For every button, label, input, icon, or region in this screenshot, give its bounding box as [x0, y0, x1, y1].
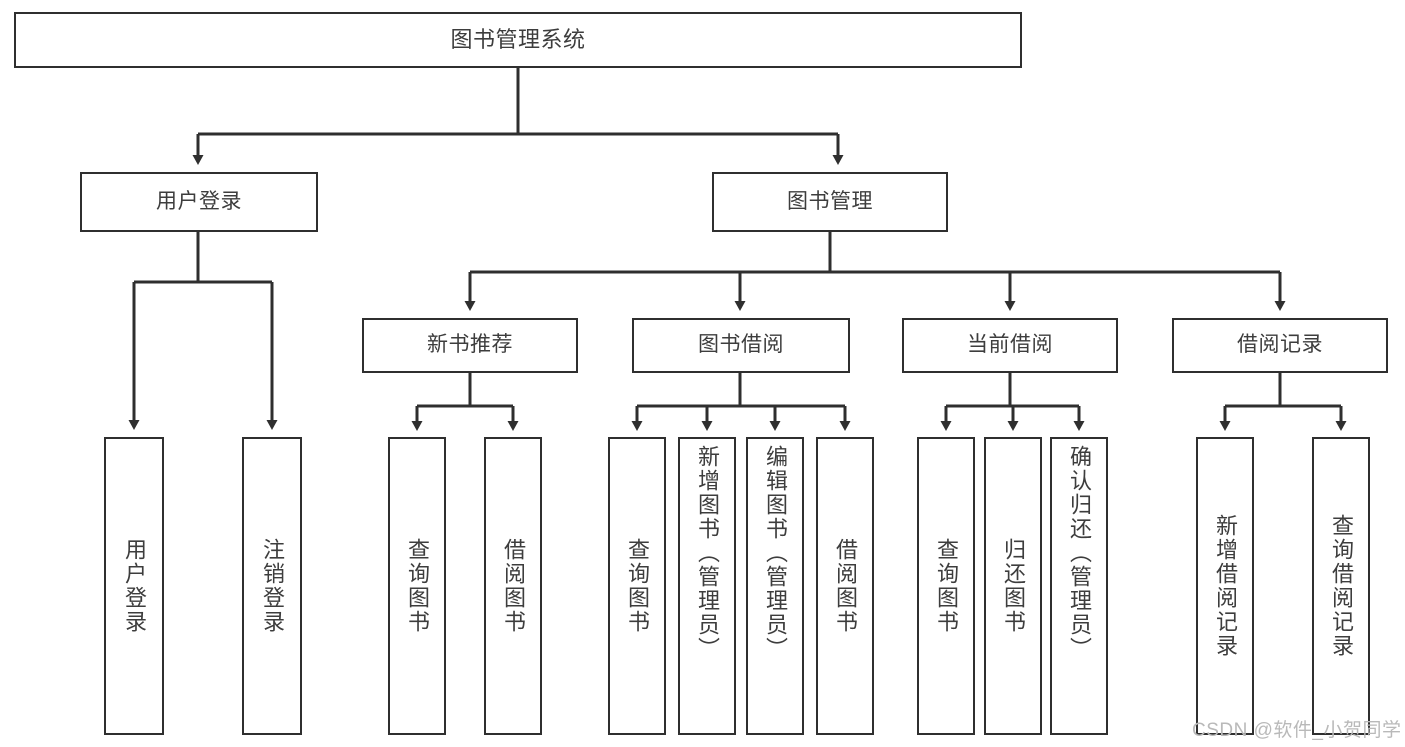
node-current-borrow[interactable]: 当前借阅 [902, 318, 1118, 373]
node-leaf-user-login[interactable]: 用户登录 [104, 437, 164, 735]
node-leaf-edit-book[interactable]: 编辑图书（管理员） [746, 437, 804, 735]
node-new-book-rec-label: 新书推荐 [427, 333, 513, 357]
node-leaf-confirm-return-label: 确认归还（管理员） [1067, 445, 1092, 661]
node-leaf-add-record-label: 新增借阅记录 [1213, 514, 1238, 658]
node-leaf-borrow-book[interactable]: 借阅图书 [816, 437, 874, 735]
node-leaf-logout-label: 注销登录 [260, 538, 285, 634]
node-new-book-rec[interactable]: 新书推荐 [362, 318, 578, 373]
node-leaf-return-book[interactable]: 归还图书 [984, 437, 1042, 735]
node-leaf-query-book-cur[interactable]: 查询图书 [917, 437, 975, 735]
node-leaf-edit-book-label: 编辑图书（管理员） [763, 445, 788, 661]
node-leaf-confirm-return[interactable]: 确认归还（管理员） [1050, 437, 1108, 735]
node-leaf-add-book[interactable]: 新增图书（管理员） [678, 437, 736, 735]
node-leaf-query-book-rec-label: 查询图书 [405, 538, 430, 634]
node-leaf-logout[interactable]: 注销登录 [242, 437, 302, 735]
watermark: CSDN @软件_小贺同学 [1192, 720, 1402, 741]
node-book-borrow[interactable]: 图书借阅 [632, 318, 850, 373]
node-leaf-add-record[interactable]: 新增借阅记录 [1196, 437, 1254, 735]
node-book-borrow-label: 图书借阅 [698, 333, 784, 357]
node-leaf-borrow-book-rec[interactable]: 借阅图书 [484, 437, 542, 735]
node-leaf-query-book-cur-label: 查询图书 [934, 538, 959, 634]
node-leaf-query-book-borrow[interactable]: 查询图书 [608, 437, 666, 735]
node-borrow-record-label: 借阅记录 [1237, 333, 1323, 357]
node-leaf-borrow-book-rec-label: 借阅图书 [501, 538, 526, 634]
node-leaf-query-record-label: 查询借阅记录 [1329, 514, 1354, 658]
node-user-login[interactable]: 用户登录 [80, 172, 318, 232]
node-leaf-return-book-label: 归还图书 [1001, 538, 1026, 634]
node-root[interactable]: 图书管理系统 [14, 12, 1022, 68]
node-current-borrow-label: 当前借阅 [967, 333, 1053, 357]
node-leaf-query-book-borrow-label: 查询图书 [625, 538, 650, 634]
node-book-manage-label: 图书管理 [787, 189, 873, 213]
node-borrow-record[interactable]: 借阅记录 [1172, 318, 1388, 373]
node-leaf-query-book-rec[interactable]: 查询图书 [388, 437, 446, 735]
node-leaf-add-book-label: 新增图书（管理员） [695, 445, 720, 661]
node-leaf-user-login-label: 用户登录 [122, 538, 147, 634]
node-root-label: 图书管理系统 [450, 27, 586, 53]
node-leaf-query-record[interactable]: 查询借阅记录 [1312, 437, 1370, 735]
node-user-login-label: 用户登录 [156, 189, 242, 213]
node-book-manage[interactable]: 图书管理 [712, 172, 948, 232]
node-leaf-borrow-book-label: 借阅图书 [833, 538, 858, 634]
